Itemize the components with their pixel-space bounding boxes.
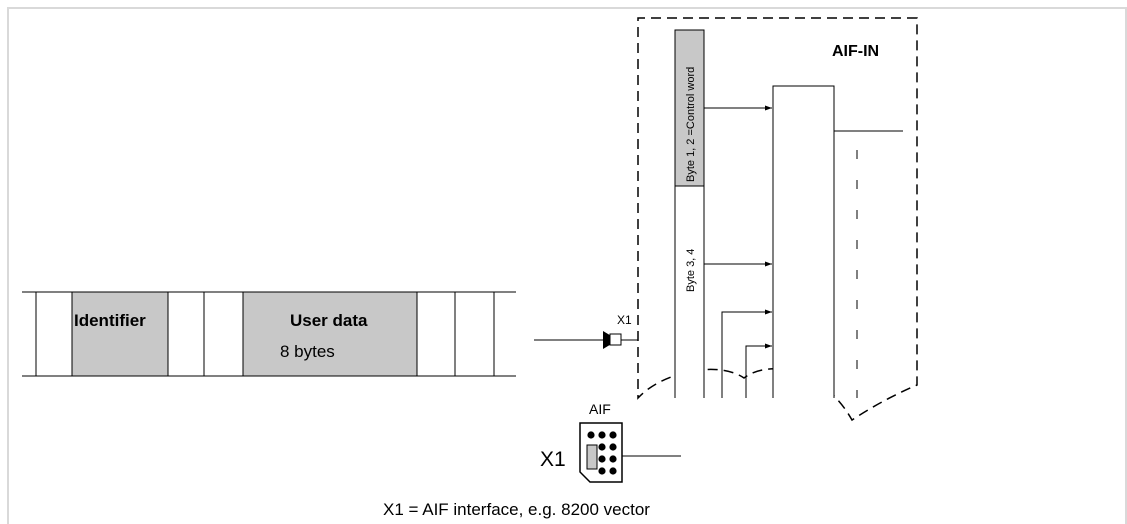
aif-connector-pins bbox=[587, 431, 617, 475]
can-telegram: Identifier User data 8 bytes bbox=[22, 291, 516, 377]
processing-block bbox=[772, 85, 835, 398]
page-border bbox=[7, 7, 1127, 524]
aif-connector-slot bbox=[586, 444, 598, 470]
aif-in-title: AIF-IN bbox=[832, 43, 879, 60]
connector-pin-icon bbox=[609, 455, 617, 463]
identifier-label: Identifier bbox=[74, 311, 146, 330]
connector-pin-icon bbox=[598, 431, 606, 439]
byte34-cell bbox=[674, 185, 705, 398]
x1-large-label: X1 bbox=[540, 448, 566, 471]
aif-in-internals: Byte 1, 2 =Control word Byte 3, 4 bbox=[674, 29, 903, 398]
byte34-label: Byte 3, 4 bbox=[685, 249, 697, 292]
byte12-label: Byte 1, 2 =Control word bbox=[685, 67, 697, 182]
connector-pin-icon bbox=[587, 431, 595, 439]
connector-pin-icon bbox=[609, 443, 617, 451]
user-data-label: User data bbox=[290, 311, 368, 330]
identifier-field bbox=[71, 291, 169, 377]
aif-label: AIF bbox=[589, 401, 611, 417]
connector-pin-icon bbox=[609, 431, 617, 439]
x1-terminal-icon bbox=[609, 333, 622, 346]
user-data-field bbox=[242, 291, 418, 377]
connector-pin-icon bbox=[598, 443, 606, 451]
bit-arrow-upper bbox=[721, 309, 772, 398]
connector-pin-icon bbox=[598, 467, 606, 475]
connector-pin-icon bbox=[609, 467, 617, 475]
connector-pin-icon bbox=[598, 455, 606, 463]
aif-in-block: AIF-IN Byte 1, 2 =Control word Byte 3, 4 bbox=[637, 17, 918, 422]
bit-arrow-lower bbox=[745, 343, 772, 398]
byte12-cell bbox=[674, 29, 705, 187]
x1-small-label: X1 bbox=[617, 313, 632, 327]
user-data-size-label: 8 bytes bbox=[280, 342, 335, 361]
diagram-caption: X1 = AIF interface, e.g. 8200 vector bbox=[383, 500, 650, 519]
aif-connector: AIF X1 bbox=[540, 401, 681, 483]
